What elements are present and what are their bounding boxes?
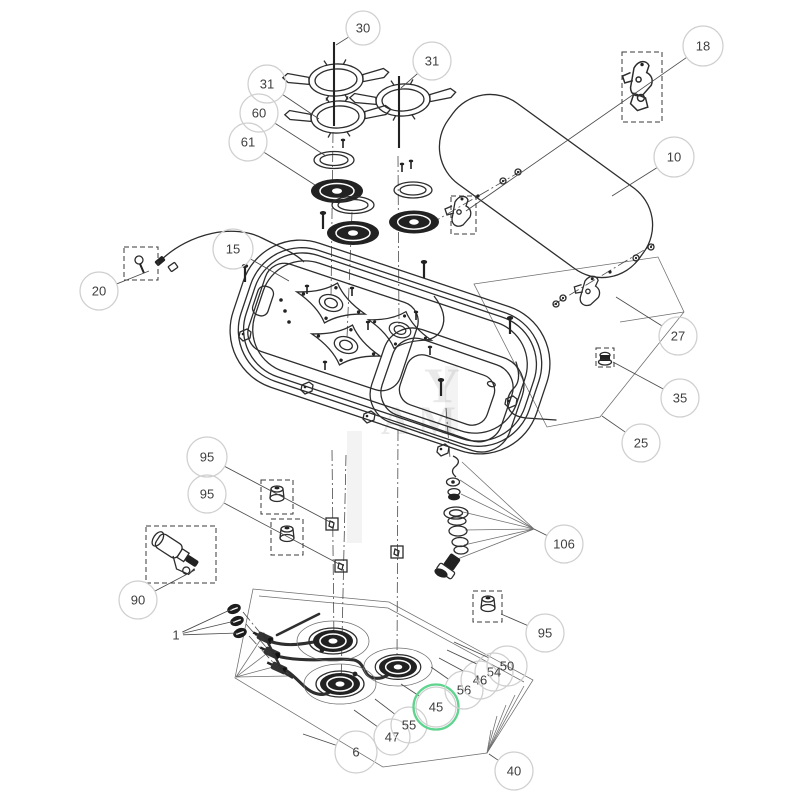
rim-bolts: [240, 258, 515, 398]
callout-35: 35: [612, 361, 700, 418]
svg-text:95: 95: [200, 450, 214, 465]
callout-40: 40: [488, 751, 534, 791]
igniter-dashed-box: [123, 246, 159, 281]
glass-lid: [438, 93, 654, 279]
svg-text:25: 25: [634, 436, 648, 451]
callout-50: 50: [453, 641, 528, 687]
tray-burner-cup-3: [363, 647, 433, 687]
pan-support-1: [281, 56, 391, 104]
foot-3-dashed-box: [472, 590, 503, 623]
callout-layer: 3031316061181020152735251069595959016475…: [79, 10, 724, 791]
tray-burner-cup-2: [303, 663, 377, 705]
svg-text:95: 95: [200, 487, 214, 502]
burner-mount-1: [289, 271, 373, 335]
callout-95: 95: [500, 613, 565, 653]
lid-hinge-top: [621, 60, 653, 112]
burner-stack-left: [310, 137, 380, 246]
svg-text:40: 40: [507, 764, 521, 779]
svg-text:6: 6: [352, 745, 359, 760]
watermark-bar: [445, 366, 458, 432]
igniter-electrode: [425, 295, 445, 341]
svg-text:10: 10: [667, 150, 681, 165]
svg-text:106: 106: [553, 537, 575, 552]
gas-pipe: [506, 361, 557, 421]
callout-10: 10: [611, 136, 695, 197]
foot-3: [480, 595, 496, 613]
lid-hinge-left: [444, 195, 472, 227]
svg-text:35: 35: [673, 391, 687, 406]
lid-fasteners: [429, 168, 655, 308]
callout-6: 6: [302, 730, 378, 774]
burner-mount-3: [361, 300, 439, 360]
valve-fan: [235, 635, 290, 678]
igniter-cable: [134, 230, 305, 274]
callout-55: 55: [374, 698, 428, 744]
svg-text:46: 46: [473, 673, 487, 688]
svg-text:20: 20: [92, 284, 106, 299]
callout-25: 25: [601, 415, 661, 463]
regulator-dashed-box: [145, 525, 217, 584]
callout-15: 15: [212, 228, 290, 282]
callout-30: 30: [335, 10, 381, 46]
svg-text:1: 1: [172, 628, 179, 643]
support-rods: [332, 42, 401, 148]
drain-fan: [454, 461, 535, 561]
svg-text:61: 61: [241, 135, 255, 150]
electrode-tip: [352, 671, 358, 677]
callout-60: 60: [239, 93, 327, 157]
svg-text:54: 54: [487, 665, 501, 680]
callout-1: 1: [172, 608, 239, 643]
svg-text:47: 47: [385, 730, 399, 745]
side-slot: [251, 285, 275, 317]
callout-31: 31: [400, 41, 452, 89]
callout-54: 54: [446, 649, 514, 692]
svg-text:50: 50: [500, 659, 514, 674]
control-knobs: [225, 601, 249, 641]
callout-90: 90: [118, 569, 196, 620]
tray-pleats: [486, 685, 525, 754]
grommet-dashed-box: [595, 347, 615, 368]
svg-text:55: 55: [402, 718, 416, 733]
callout-18: 18: [465, 25, 724, 212]
callout-106: 106: [533, 524, 584, 564]
hinge-top-dashed-box: [621, 51, 663, 123]
electrode-tip: [319, 647, 325, 653]
svg-text:18: 18: [696, 39, 710, 54]
svg-text:60: 60: [252, 106, 266, 121]
regulator: [151, 531, 199, 576]
svg-text:15: 15: [226, 242, 240, 257]
foot-mount-clips: [325, 517, 404, 573]
foot-2-dashed-box: [270, 518, 304, 556]
callout-95: 95: [186, 436, 331, 523]
gas-valves: [250, 627, 294, 680]
tray-burner-cup-1: [296, 620, 370, 662]
watermark-bar: [347, 431, 362, 543]
watermark: Y A M: [347, 357, 460, 543]
hinge-left-dashed-box: [450, 195, 477, 235]
foot-1-dashed-box: [260, 479, 294, 515]
svg-text:90: 90: [131, 593, 145, 608]
callout-20: 20: [79, 270, 150, 311]
callout-31: 31: [247, 64, 320, 120]
callout-61: 61: [228, 122, 316, 186]
sink-bowl: [369, 327, 525, 453]
thermocouple-rod: [275, 612, 321, 637]
svg-text:45: 45: [429, 700, 443, 715]
zone-outlines: [234, 256, 685, 768]
callout-27: 27: [615, 296, 698, 356]
callout-95: 95: [187, 474, 340, 565]
highlight-ring: [412, 683, 460, 731]
callout-45: 45: [400, 683, 460, 731]
drain-assembly: [434, 455, 469, 580]
svg-text:95: 95: [538, 626, 552, 641]
svg-text:31: 31: [425, 54, 439, 69]
svg-text:27: 27: [671, 329, 685, 344]
svg-text:30: 30: [356, 21, 370, 36]
grommet: [597, 351, 613, 366]
burner-stack-right: [388, 158, 440, 235]
callout-46: 46: [438, 657, 500, 700]
svg-text:31: 31: [260, 77, 274, 92]
